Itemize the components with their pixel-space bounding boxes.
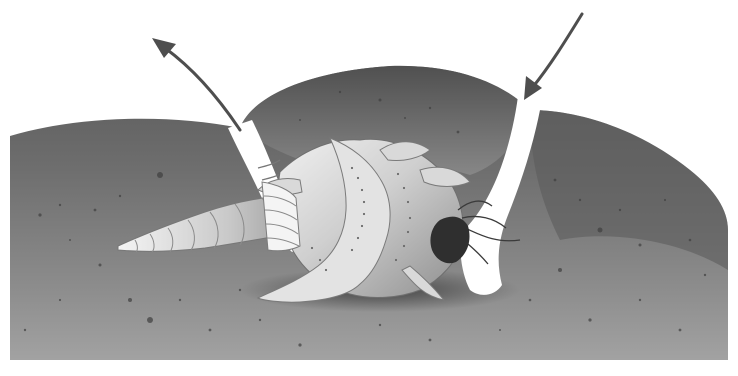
burrowing-shell-illustration (0, 0, 738, 376)
illustration-scene (0, 0, 738, 376)
